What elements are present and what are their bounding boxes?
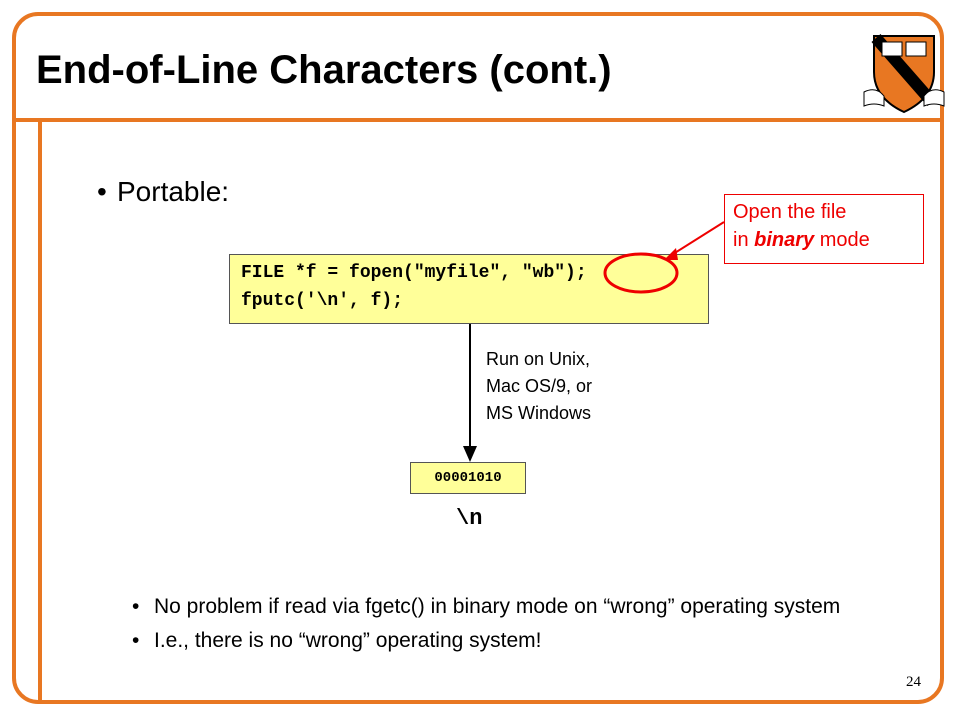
callout-arrowhead [664, 248, 678, 260]
title-divider [14, 118, 942, 122]
bullet-dot: • [97, 176, 107, 207]
sub-bullet-dot: • [132, 629, 140, 652]
run-label-line: Mac OS/9, or [486, 376, 593, 396]
run-label-line: MS Windows [486, 403, 592, 423]
flow-arrowhead [463, 446, 477, 462]
page-number: 24 [906, 674, 921, 690]
slide-frame [12, 12, 944, 704]
bullet-portable: • Portable: [97, 176, 229, 208]
callout-line-2-pre: in [733, 229, 755, 251]
sub-bullet-text: No problem if read via fgetc() in binary… [154, 595, 841, 618]
callout-line-2: in binary mode [733, 226, 923, 254]
sub-bullet-list: • No problem if read via fgetc() in binar… [126, 594, 846, 662]
sub-bullet-text: I.e., there is no “wrong” operating syst… [154, 629, 542, 652]
bullet-text: Portable: [117, 176, 230, 207]
princeton-shield-icon [863, 34, 945, 114]
byte-value-box: 00001010 [410, 462, 526, 494]
callout-line-2-post: mode [814, 229, 870, 251]
code-line-2: fputc('\n', f); [241, 291, 404, 311]
callout-binary-word: binary [754, 229, 815, 251]
slide-title: End-of-Line Characters (cont.) [36, 48, 612, 92]
wb-highlight-circle [603, 252, 679, 294]
code-line-1: FILE *f = fopen("myfile", "wb"); [241, 263, 587, 283]
run-platforms-label: Run on Unix, Mac OS/9, or MS Windows [486, 346, 592, 427]
newline-caption: \n [456, 506, 483, 531]
sub-bullet-item: • No problem if read via fgetc() in binar… [126, 594, 846, 620]
callout-arrow [669, 221, 725, 257]
left-divider [38, 118, 42, 704]
sub-bullet-item: • I.e., there is no “wrong” operating sys… [126, 628, 846, 654]
sub-bullet-dot: • [132, 595, 140, 618]
run-label-line: Run on Unix, [486, 349, 591, 369]
callout-line-1: Open the file [733, 201, 847, 223]
binary-mode-callout: Open the file in binary mode [724, 194, 924, 264]
code-block: FILE *f = fopen("myfile", "wb"); fputc('… [229, 254, 709, 324]
